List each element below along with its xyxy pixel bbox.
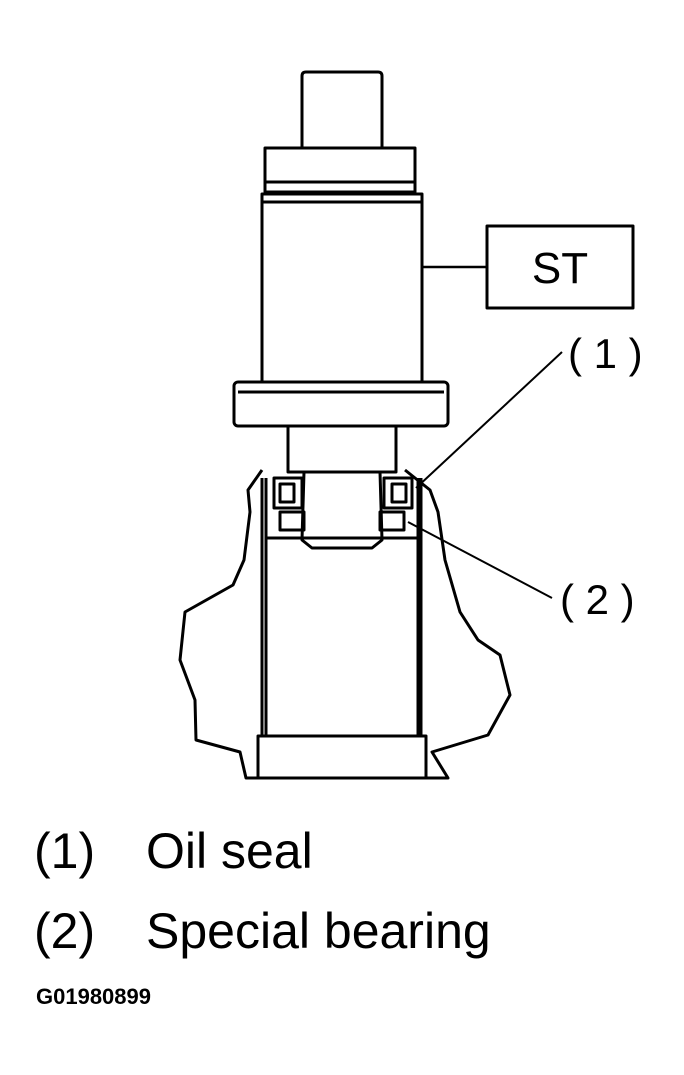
legend-text: Oil seal [146,823,313,879]
st-label: ST [532,244,588,293]
housing-outline [178,468,512,780]
housing-bore [260,478,423,735]
legend-number: (1) [34,823,96,879]
oil-seal-right [382,476,414,510]
tool-pilot [300,470,384,550]
housing-lower-bore [264,536,420,738]
bearing-right [378,510,406,532]
callout-1-leader [415,351,563,489]
tool-head [263,146,417,194]
oil-seal-left [272,476,304,510]
bearing-left [278,510,306,532]
legend-text: Special bearing [146,903,491,959]
tool-top-knob [300,70,384,150]
figure-code: G01980899 [36,984,151,1009]
callout-1: ( 1 ) [568,330,643,377]
callout-2: ( 2 ) [560,576,635,623]
callout-2-leader [407,521,553,599]
tool-flange [232,380,450,428]
legend-item-special-bearing: (2) Special bearing [34,906,491,956]
bearing-installation-diagram: ST ( 1 ) ( 2 ) [178,70,643,780]
legend-item-oil-seal: (1) Oil seal [34,826,313,876]
legend-number: (2) [34,903,96,959]
tool-neck [286,424,398,474]
housing-bottom-step [256,734,428,780]
tool-body [260,192,424,384]
